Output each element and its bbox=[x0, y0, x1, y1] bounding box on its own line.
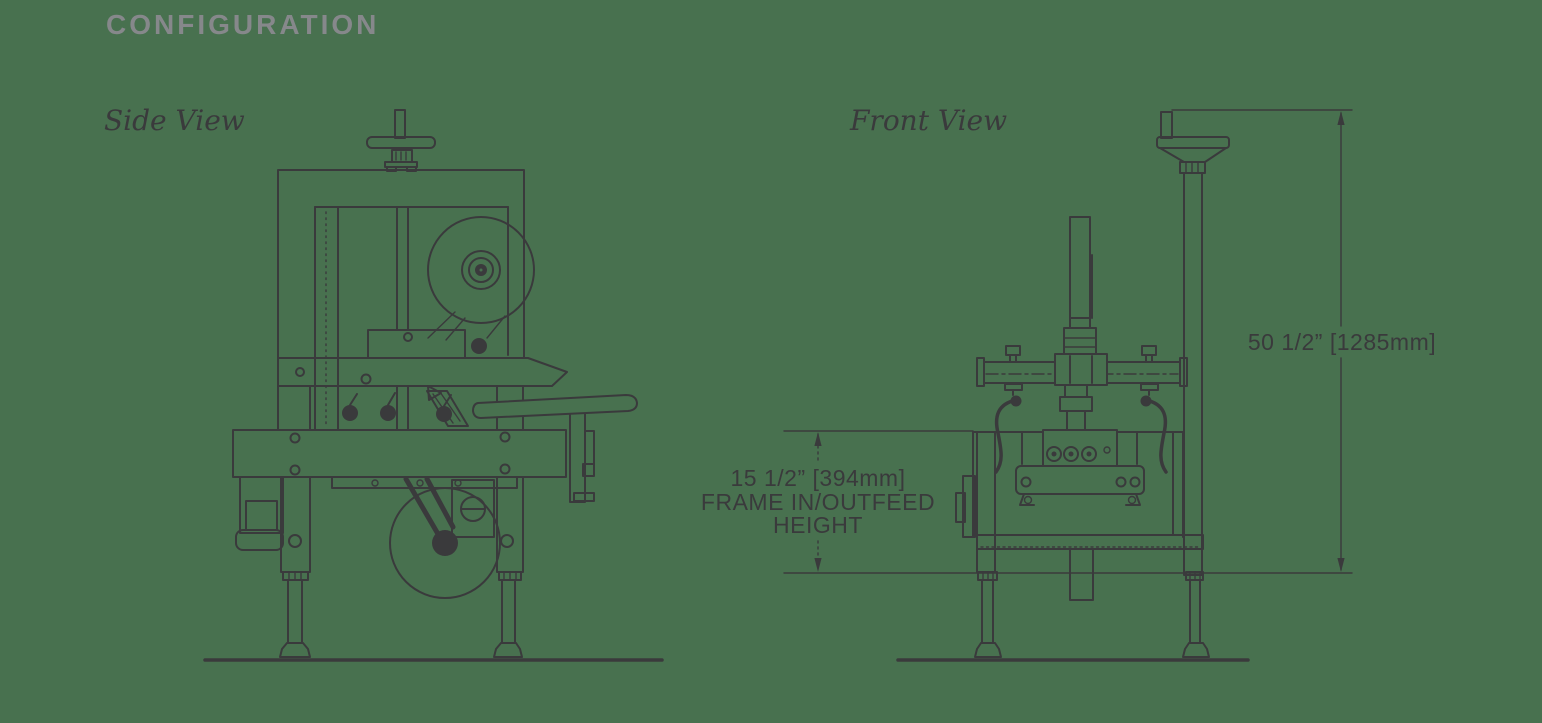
upper-frame-side bbox=[277, 169, 525, 431]
leg-side-left bbox=[279, 476, 311, 658]
control-knob-side bbox=[451, 479, 495, 538]
dimension-annotations: 50 1/2” [1285mm] 15 1/2” [394mm] FRAME I… bbox=[701, 111, 1436, 572]
accessory-box-side bbox=[235, 476, 284, 551]
arrowhead-down-icon bbox=[1337, 558, 1345, 572]
frame-height-label-line3: HEIGHT bbox=[773, 512, 863, 538]
leg-front-left bbox=[974, 571, 1002, 658]
side-view-drawing bbox=[203, 109, 664, 662]
spring-arm-left bbox=[994, 395, 1022, 474]
mast-column-front bbox=[1183, 172, 1203, 576]
front-view-drawing bbox=[896, 111, 1250, 662]
roller-block-front bbox=[1042, 429, 1118, 467]
arrowhead-up-icon bbox=[1337, 111, 1345, 125]
spring-arm-right bbox=[1140, 395, 1168, 474]
arrowhead-down-icon bbox=[814, 558, 822, 572]
cross-member-front bbox=[976, 534, 1204, 550]
center-column-front bbox=[1069, 548, 1094, 601]
frame-height-dimension-text: 15 1/2” [394mm] bbox=[731, 465, 906, 491]
exit-roller-arm-side bbox=[472, 394, 638, 419]
leg-side-right bbox=[493, 476, 524, 658]
leg-front-right bbox=[1182, 571, 1210, 658]
tape-mast-front bbox=[1063, 216, 1097, 359]
dimension-extension-lines bbox=[783, 109, 1353, 574]
caster-wheel-side bbox=[389, 476, 501, 599]
dimension-frame-height: 15 1/2” [394mm] FRAME IN/OUTFEED HEIGHT bbox=[701, 432, 935, 572]
conveyor-rail-side bbox=[277, 357, 568, 387]
page-title: CONFIGURATION bbox=[106, 9, 380, 40]
mounting-bracket-side bbox=[569, 406, 595, 503]
tension-crank-side bbox=[366, 109, 436, 172]
front-view-label: Front View bbox=[850, 104, 1008, 137]
under-rail-mechanism-side bbox=[309, 385, 524, 431]
frame-height-label-line2: FRAME IN/OUTFEED bbox=[701, 489, 935, 515]
tape-roll bbox=[427, 216, 535, 324]
base-frame-side bbox=[232, 429, 567, 489]
dimension-overall-height: 50 1/2” [1285mm] bbox=[1248, 111, 1436, 572]
arrowhead-up-icon bbox=[814, 432, 822, 446]
taping-head-side bbox=[367, 311, 506, 359]
overall-height-dimension-text: 50 1/2” [1285mm] bbox=[1248, 329, 1436, 355]
head-column-front bbox=[1059, 384, 1093, 431]
crank-handle-front bbox=[1156, 111, 1230, 174]
head-plate-front bbox=[1015, 465, 1145, 506]
head-cross-bar-front bbox=[976, 345, 1188, 396]
side-view-label: Side View bbox=[104, 104, 245, 137]
